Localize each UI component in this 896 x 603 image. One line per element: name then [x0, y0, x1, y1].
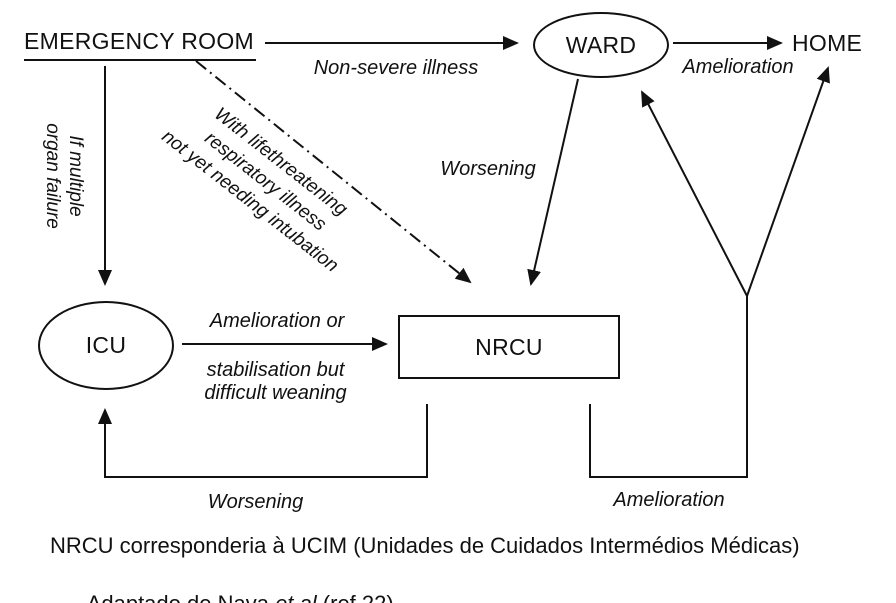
edge-label-stabilisation-line2: difficult weaning [204, 382, 347, 404]
line-nrcu-amelioration-trunk [589, 296, 748, 478]
caption-line1: NRCU corresponderia à UCIM (Unidades de … [50, 533, 800, 558]
caption-line2: Adaptado de Nava et al (ref 22) [50, 560, 800, 603]
caption-line2-close: 22) [356, 591, 394, 603]
node-ward: WARD [533, 12, 669, 78]
arrow-nrcu-to-icu [98, 404, 428, 478]
caption-line2-et: et [275, 591, 293, 603]
node-ward-label: WARD [565, 31, 637, 58]
edge-label-worsening-bottom: Worsening [207, 491, 304, 513]
caption-line2-prefix: Adaptado de Nava [87, 591, 275, 603]
arrow-er-to-nrcu-dashdot-icon [195, 60, 472, 284]
edge-label-stabilisation-weaning: stabilisation but difficult weaning [178, 359, 373, 405]
edge-label-amelioration-top: Amelioration [682, 56, 794, 78]
caption-line2-al: al [293, 591, 317, 603]
edge-label-non-severe-illness: Non-severe illness [313, 57, 479, 79]
caption-line2-open: ( [317, 591, 330, 603]
node-home-label: HOME [792, 30, 863, 56]
edge-label-stabilisation-line1: stabilisation but [206, 359, 345, 381]
edge-label-if-multiple-organ-failure: If multiple organ failure [41, 101, 87, 251]
node-home: HOME [792, 30, 862, 57]
arrow-ward-to-nrcu [527, 78, 579, 286]
edge-label-worsening-top: Worsening [440, 158, 536, 180]
edge-label-amelioration-bottom: Amelioration [613, 489, 725, 511]
node-icu: ICU [38, 301, 174, 390]
figure-caption: NRCU corresponderia à UCIM (Unidades de … [50, 531, 800, 603]
caption-line2-ref: ref [330, 591, 356, 603]
edge-label-amelioration-or: Amelioration or [209, 310, 345, 332]
node-emergency-room: EMERGENCY ROOM [24, 28, 256, 61]
node-nrcu: NRCU [398, 315, 620, 379]
arrow-amelioration-to-home [746, 66, 830, 297]
node-icu-label: ICU [85, 332, 127, 358]
edge-label-if-multiple-line2: organ failure [42, 123, 63, 229]
node-nrcu-label: NRCU [475, 333, 543, 360]
arrow-amelioration-to-ward [641, 90, 748, 297]
node-emergency-room-label: EMERGENCY ROOM [24, 28, 254, 54]
edge-label-if-multiple-line1: If multiple [65, 135, 86, 217]
